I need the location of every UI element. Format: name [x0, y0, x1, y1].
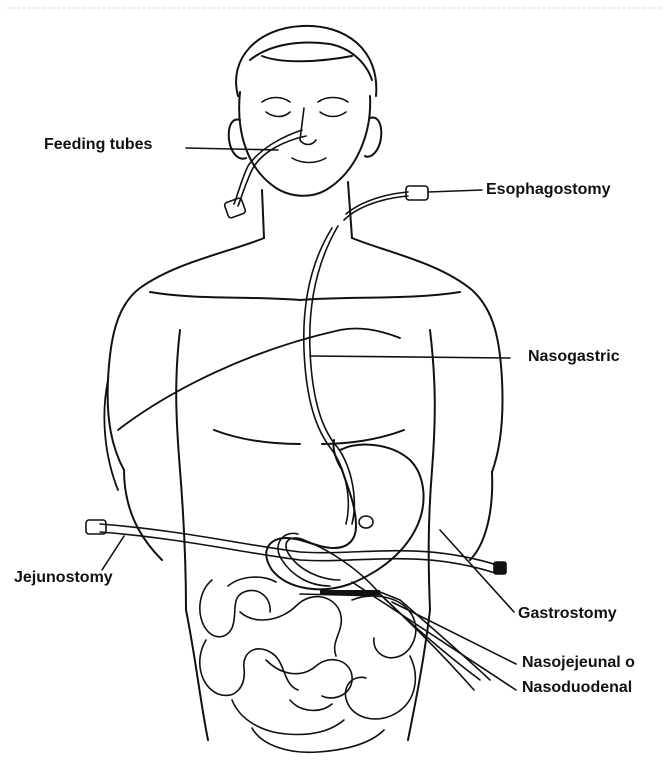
- leader-nasogastric: [310, 356, 510, 358]
- leader-esophagostomy: [428, 190, 482, 192]
- label-nasojejeunal: Nasojejeunal o: [522, 654, 635, 672]
- leader-jejunostomy: [102, 536, 124, 570]
- neck-outline: [262, 182, 352, 238]
- label-jejunostomy: Jejunostomy: [14, 569, 113, 587]
- label-nasogastric: Nasogastric: [528, 348, 620, 366]
- leader-nasojejeunal: [392, 602, 516, 664]
- leader-feeding-tubes: [186, 148, 278, 150]
- leader-lines: [102, 148, 516, 690]
- label-nasoduodenal: Nasoduodenal: [522, 679, 632, 697]
- label-gastrostomy: Gastrostomy: [518, 605, 617, 623]
- leader-nasoduodenal: [352, 582, 516, 690]
- label-esophagostomy: Esophagostomy: [486, 181, 610, 199]
- arm-outline: [104, 328, 400, 490]
- label-feeding-tubes: Feeding tubes: [44, 136, 152, 154]
- stomach-outline: [266, 440, 423, 589]
- face-features: [262, 98, 348, 163]
